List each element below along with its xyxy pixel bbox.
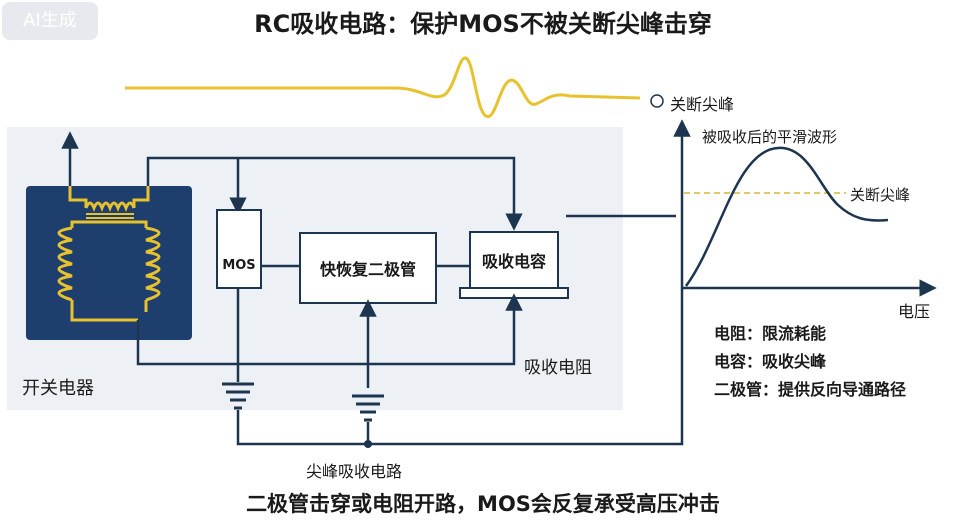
page-title: RC吸收电路：保护MOS不被关断尖峰击穿 <box>254 10 712 38</box>
transformer-windings <box>68 186 150 322</box>
top-wire <box>146 156 523 231</box>
capacitor-label: 吸收电容 <box>481 252 546 271</box>
transformer-core-bars <box>86 213 134 219</box>
diode-block <box>299 232 437 304</box>
transformer-right-coil <box>145 226 161 302</box>
ground-symbol-mos <box>222 382 254 410</box>
spike-waveform <box>125 56 641 118</box>
note-resistor: 电阻：限流耗能 <box>714 324 827 343</box>
spike-info-icon <box>650 94 664 108</box>
graph-smoothed-curve <box>684 146 889 287</box>
threshold-label: 关断尖峰 <box>850 186 911 204</box>
ai-generated-badge: AI生成 <box>2 2 98 40</box>
smoothed-waveform-label: 被吸收后的平滑波形 <box>702 128 838 146</box>
resistor-label: 吸收电阻 <box>524 358 592 378</box>
ground-symbol-diode <box>352 394 384 422</box>
capacitor-plate <box>459 287 569 299</box>
transformer-label: 开关电器 <box>22 378 94 399</box>
resistor-wire <box>136 293 523 366</box>
footer-warning: 二极管击穿或电阻开路，MOS会反复承受高压冲击 <box>246 492 720 516</box>
transformer-top-coil <box>84 201 136 213</box>
capacitor-block <box>469 231 559 289</box>
mos-block <box>216 209 262 289</box>
transformer-block <box>26 186 192 340</box>
transformer-left-coil <box>57 226 73 302</box>
peak-label: 关断尖峰 <box>670 95 735 114</box>
ground-junction-dot <box>364 440 372 448</box>
bottom-return-wire <box>236 119 691 446</box>
graph-x-label: 电压 <box>898 302 931 321</box>
ground-circuit-label: 尖峰吸收电路 <box>306 462 403 481</box>
note-diode: 二极管：提供反向导通路径 <box>714 380 907 399</box>
diode-label: 快恢复二极管 <box>319 260 416 279</box>
mos-label: MOS <box>222 258 256 273</box>
note-capacitor: 电容：吸收尖峰 <box>714 352 827 371</box>
